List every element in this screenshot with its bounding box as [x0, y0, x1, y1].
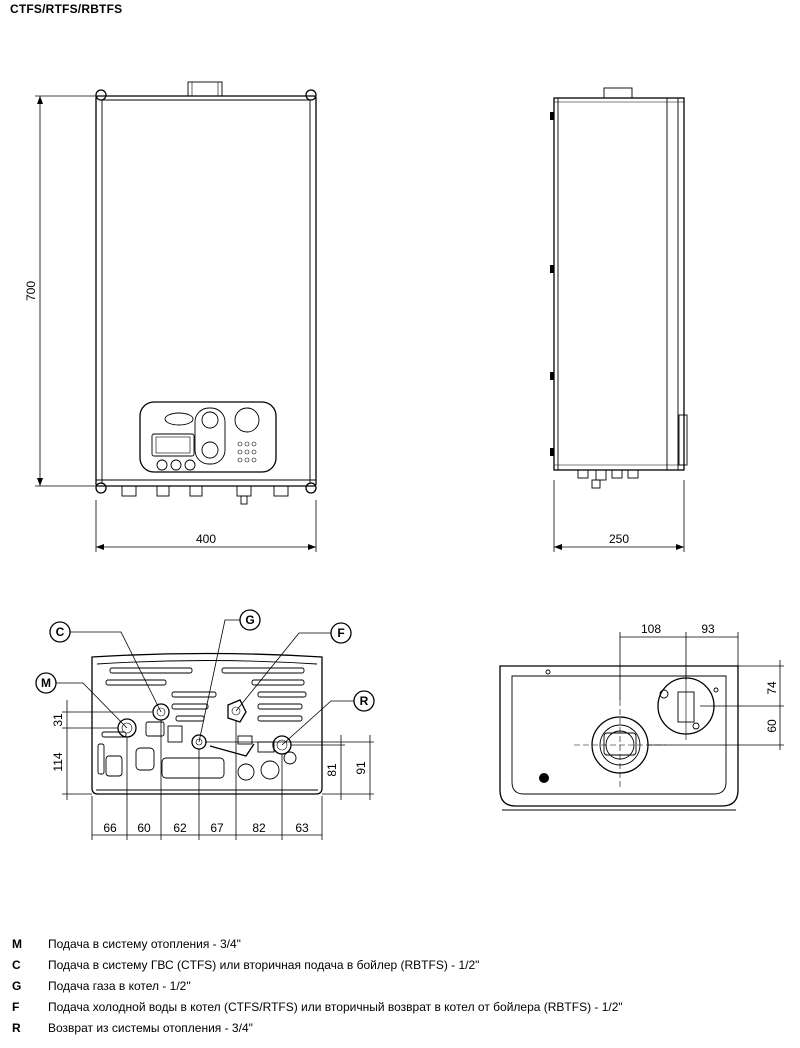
dimension-left-vertical: 31 114: [51, 700, 152, 800]
dim-82-label: 82: [252, 821, 266, 835]
legend-code: C: [12, 957, 21, 972]
callout-r-label: R: [360, 694, 369, 708]
dimension-top-vertical: 74 60: [648, 660, 784, 750]
dim-250-label: 250: [609, 532, 629, 546]
dim-62-label: 62: [173, 821, 187, 835]
dim-67-label: 67: [210, 821, 224, 835]
callout-m: M: [35, 672, 128, 729]
callout-f: F: [235, 622, 352, 712]
connection-legend: M Подача в систему отопления - 3/4" C По…: [12, 933, 782, 1038]
legend-item-f: F Подача холодной воды в котел (CTFS/RTF…: [12, 996, 782, 1017]
drawing-title: CTFS/RTFS/RBTFS: [10, 2, 123, 16]
dim-60-vertical-label: 60: [765, 719, 779, 733]
technical-drawing: 700 400: [24, 81, 784, 840]
legend-item-c: C Подача в систему ГВС (CTFS) или вторич…: [12, 954, 782, 975]
dimension-width: 400: [95, 500, 317, 552]
legend-text: Подача в систему ГВС (CTFS) или вторична…: [48, 957, 480, 972]
legend-code: R: [12, 1020, 21, 1035]
dimension-height: 700: [24, 95, 96, 487]
callout-c: C: [49, 621, 162, 713]
bottom-view: [91, 652, 323, 795]
side-view: [550, 87, 688, 489]
dim-91-label: 91: [354, 761, 368, 775]
legend-code: G: [12, 978, 22, 993]
callout-f-label: F: [337, 626, 344, 640]
dim-74-label: 74: [765, 681, 779, 695]
legend-text: Подача газа в котел - 1/2": [48, 978, 191, 993]
legend-code: M: [12, 936, 22, 951]
legend-item-r: R Возврат из системы отопления - 3/4": [12, 1017, 782, 1038]
dim-93-label: 93: [701, 622, 715, 636]
dim-60-label: 60: [137, 821, 151, 835]
legend-text: Возврат из системы отопления - 3/4": [48, 1020, 253, 1035]
legend-code: F: [12, 999, 20, 1014]
dim-63-label: 63: [295, 821, 309, 835]
dim-66-label: 66: [103, 821, 117, 835]
dim-31-label: 31: [51, 713, 65, 727]
dim-700-label: 700: [24, 281, 38, 301]
legend-text: Подача холодной воды в котел (CTFS/RTFS)…: [48, 999, 623, 1014]
callout-g: G: [198, 609, 261, 743]
front-view: [95, 81, 317, 505]
callout-r: R: [281, 690, 375, 746]
dim-81-label: 81: [325, 763, 339, 777]
legend-item-m: M Подача в систему отопления - 3/4": [12, 933, 782, 954]
callout-c-label: C: [56, 625, 65, 639]
dimension-top-horizontal: 108 93: [619, 622, 739, 700]
dim-400-label: 400: [196, 532, 216, 546]
dim-108-label: 108: [641, 622, 661, 636]
callout-m-label: M: [41, 676, 51, 690]
legend-item-g: G Подача газа в котел - 1/2": [12, 975, 782, 996]
legend-text: Подача в систему отопления - 3/4": [48, 936, 241, 951]
dimension-chain-bottom: 66 60 62 67 82 63: [91, 720, 323, 840]
dim-114-label: 114: [51, 752, 65, 771]
callout-g-label: G: [245, 613, 254, 627]
dimension-right-vertical: 81 91: [205, 735, 374, 800]
dimension-depth: 250: [553, 480, 685, 552]
top-view: [499, 665, 739, 811]
